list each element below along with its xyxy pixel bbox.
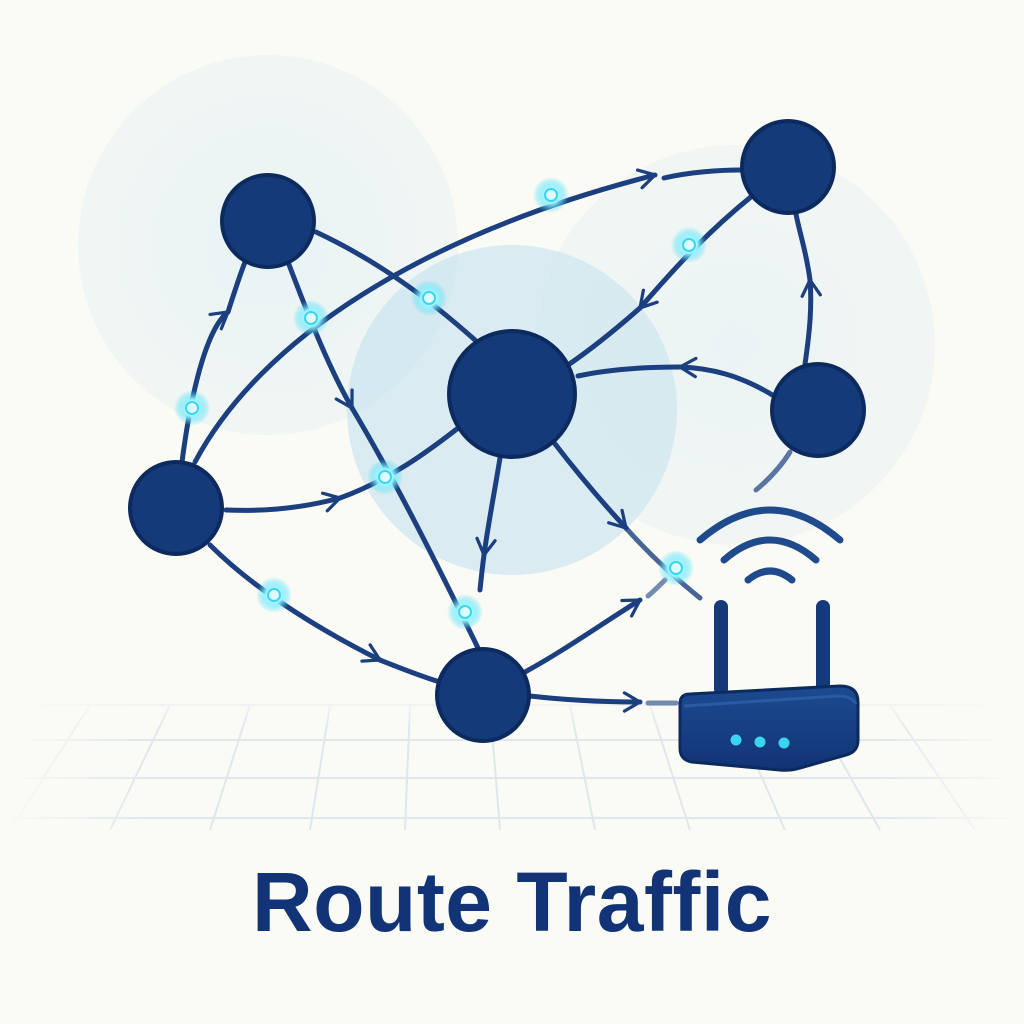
edge-right-to-topright — [800, 277, 822, 367]
edge-topleft-to-bottom — [285, 259, 355, 411]
edge-center-to-router — [549, 437, 629, 531]
edge-center-to-bottom — [475, 455, 503, 558]
router-icon — [678, 600, 860, 772]
nodes — [128, 119, 866, 743]
edge-left-to-bottom-2 — [377, 657, 443, 685]
packet-8 — [256, 577, 292, 613]
edges — [179, 167, 822, 713]
node-top-right — [740, 119, 836, 215]
packet-1 — [533, 177, 569, 213]
edge-left-to-center-2 — [337, 422, 465, 501]
packet-7 — [658, 550, 694, 586]
edge-left-to-topleft — [179, 309, 231, 465]
packet-6 — [367, 459, 403, 495]
router-led-1 — [730, 734, 742, 746]
router-led-3 — [778, 737, 790, 749]
packet-3 — [411, 280, 447, 316]
packets — [174, 177, 707, 630]
packet-9 — [447, 594, 483, 630]
packet-5 — [174, 390, 210, 426]
node-left — [128, 460, 224, 556]
wifi-signal-icon — [696, 506, 844, 584]
edge-center-to-bottom-2 — [477, 552, 487, 593]
edge-bottom-to-router — [527, 691, 643, 713]
node-bottom — [435, 647, 531, 743]
edge-left-to-topleft-2 — [225, 259, 248, 315]
edge-left-to-center — [223, 491, 343, 513]
router-led-2 — [754, 736, 766, 748]
edge-right-tail — [753, 449, 793, 493]
node-top-left — [220, 173, 316, 269]
edge-topright-to-center-2 — [565, 305, 643, 368]
edge-right-to-topright-2 — [793, 211, 813, 283]
node-right — [770, 362, 866, 458]
packet-2 — [671, 227, 707, 263]
edge-bottom-to-router-up-2 — [645, 577, 668, 599]
edge-bottom-to-router-up — [522, 597, 643, 675]
edge-topright-main — [661, 167, 743, 181]
edge-left-to-bottom — [207, 542, 383, 663]
caption-title: Route Traffic — [252, 855, 772, 949]
node-center — [447, 329, 577, 459]
edge-topleft-to-center — [313, 229, 478, 343]
packet-4 — [293, 300, 329, 336]
edge-right-to-center-2 — [575, 364, 683, 379]
edge-right-to-center — [677, 356, 777, 399]
